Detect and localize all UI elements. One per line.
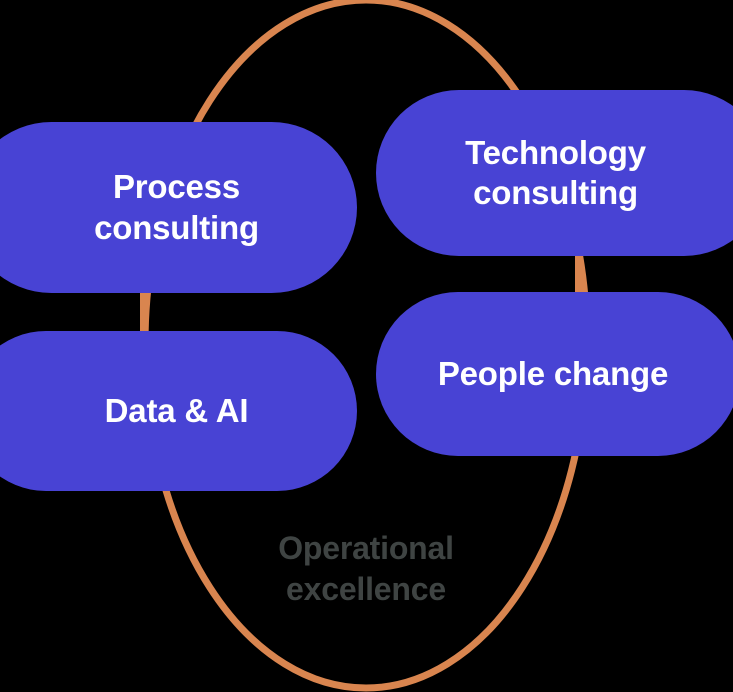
operational-excellence-caption: Operational excellence [278,530,454,607]
pill-process-consulting[interactable]: Process consulting [0,122,357,293]
connector-process-to-data [140,290,147,334]
pill-people-change[interactable]: People change [376,292,733,456]
pill-data-and-ai-label: Data & AI [104,391,249,429]
connector-technology-to-people [575,252,582,295]
pill-technology-consulting[interactable]: Technology consulting [376,90,733,256]
pill-people-change-label: People change [437,354,669,392]
pill-data-and-ai[interactable]: Data & AI [0,331,357,491]
pill-process-consulting-label: Process consulting [94,168,259,246]
pill-technology-consulting-label: Technology consulting [465,133,646,211]
